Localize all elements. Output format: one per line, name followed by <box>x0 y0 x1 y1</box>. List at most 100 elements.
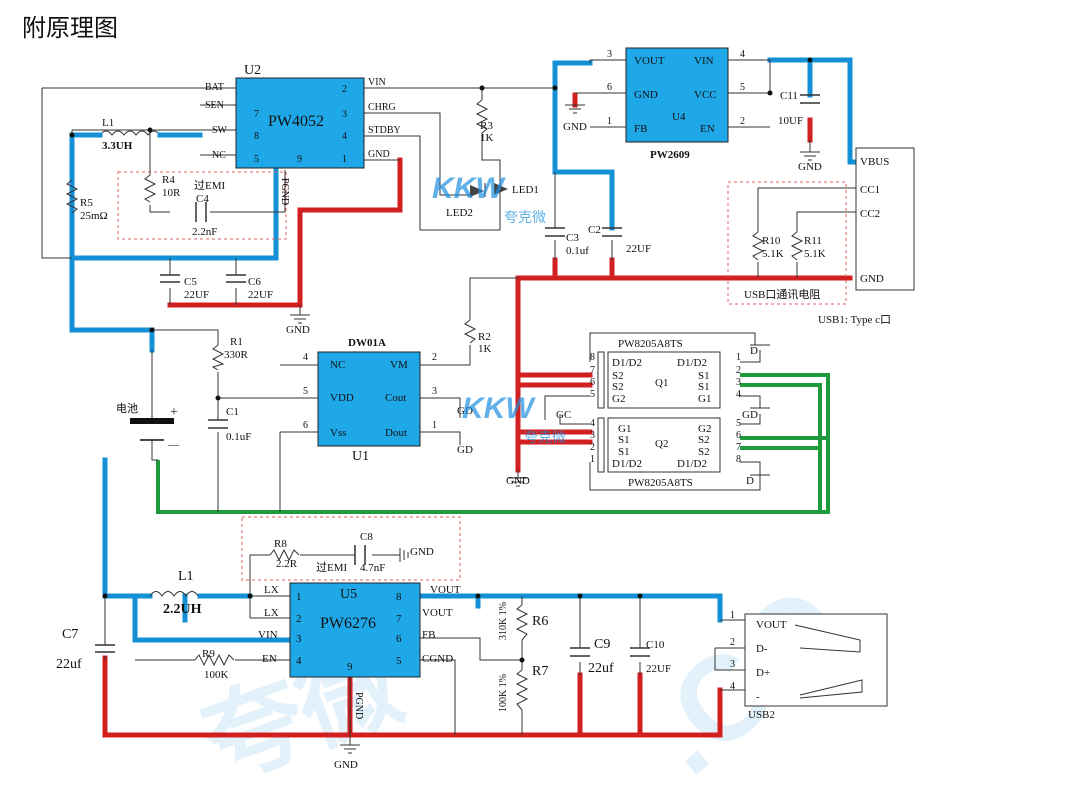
c1-symbol <box>208 419 228 429</box>
q2-pinnum-4: 4 <box>590 418 595 429</box>
u4-ref: U4 <box>672 111 686 123</box>
q1-ref: Q1 <box>655 377 668 389</box>
u5-pinnum-3: 3 <box>296 633 302 645</box>
usb2-pinnum-4: 4 <box>730 681 735 692</box>
u4-pin-vin: VIN <box>694 55 714 67</box>
u2-pin-gnd: GND <box>368 149 390 160</box>
c10-value: 22UF <box>646 663 671 675</box>
u1-pinnum-6: 6 <box>303 420 308 431</box>
u4-pinnum-2: 2 <box>740 116 745 127</box>
r10-ref: R10 <box>762 235 781 247</box>
u1-pinnum-4: 4 <box>303 352 308 363</box>
q1-pin-l1: D1/D2 <box>612 357 642 369</box>
u2-pinnum-5: 5 <box>254 154 259 165</box>
u2-pin-sen: SEN <box>205 100 224 111</box>
q2-ref: Q2 <box>655 438 668 450</box>
battery-label: 电池 <box>116 402 138 415</box>
usb2-connector: VOUT D- D+ - 1 2 3 4 USB2 <box>730 610 888 721</box>
u5-pinnum-9: 9 <box>347 661 353 673</box>
r7-symbol <box>515 669 529 711</box>
kkw-logo-text-1: KKW <box>432 172 506 205</box>
c5-ref: C5 <box>184 276 197 288</box>
q1-pinnum-5: 5 <box>590 389 595 400</box>
u5-ref: U5 <box>340 587 357 602</box>
gnd-mosfet: GND <box>506 475 530 487</box>
u2-pinnum-2: 2 <box>342 84 347 95</box>
gd-label-3: GD <box>742 409 758 421</box>
q1-d: D <box>750 345 758 357</box>
l1-bot-value: 2.2UH <box>163 602 202 617</box>
r6-symbol <box>515 604 529 641</box>
u5-pinnum-1: 1 <box>296 591 302 603</box>
r2-ref: R2 <box>478 331 491 343</box>
q1-pinnum-7: 7 <box>590 365 595 376</box>
u5-pin-cgnd: CGND <box>422 653 453 665</box>
c3-value: 0.1uf <box>566 245 589 257</box>
r8-ref: R8 <box>274 538 287 550</box>
q1-pin-l2: S2 <box>612 370 624 382</box>
q2-pin-l4: D1/D2 <box>612 458 642 470</box>
q2-name: PW8205A8TS <box>628 477 693 489</box>
u2-pin-bat: BAT <box>205 82 224 93</box>
q1-pinnum-3: 3 <box>736 377 741 388</box>
c8-symbol <box>354 545 366 565</box>
c2-symbol <box>602 227 622 237</box>
u2-pin-stdby: STDBY <box>368 125 401 136</box>
q1-pin-r3: S1 <box>698 381 710 393</box>
c2-ref: C2 <box>588 224 601 236</box>
r11-ref: R11 <box>804 235 822 247</box>
r2-value: 1K <box>478 343 492 355</box>
u1-pinnum-1: 1 <box>432 420 437 431</box>
u1-name: DW01A <box>348 337 386 349</box>
q1-pin-l3: S2 <box>612 381 624 393</box>
c8-ref: C8 <box>360 531 373 543</box>
usb2-pin-vout: VOUT <box>756 619 787 631</box>
u1-ref: U1 <box>352 449 369 464</box>
q2-pinnum-6: 6 <box>736 430 741 441</box>
junction-dots <box>69 57 813 663</box>
gnd-u5: GND <box>334 759 358 771</box>
c4-ref: C4 <box>196 193 209 205</box>
q2-pin-l2: S1 <box>618 434 630 446</box>
u2-pinnum-4: 4 <box>342 131 347 142</box>
u5-pin-vout1: VOUT <box>430 584 461 596</box>
kkw-logo-sub-2: 夸克微 <box>524 430 566 446</box>
chip-u5: 1 2 3 4 8 7 6 5 U5 PW6276 9 PGND LX LX V… <box>258 582 461 719</box>
u5-name: PW6276 <box>320 615 376 632</box>
q2-pinnum-8: 8 <box>736 454 741 465</box>
usb-cc-note: USB口通讯电阻 <box>744 288 820 301</box>
r7-value: 100K 1% <box>498 674 509 712</box>
q2-pinnum-2: 2 <box>590 442 595 453</box>
gnd-u4: GND <box>563 121 587 133</box>
chip-u1: DW01A NC VDD Vss VM Cout Dout U1 4 5 6 2… <box>303 337 437 464</box>
u1-pin-dout: Dout <box>385 427 407 439</box>
battery-minus: — <box>167 439 180 451</box>
r8-value: 2.2R <box>276 558 298 570</box>
usb1-pin-cc1: CC1 <box>860 184 880 196</box>
q2-pin-r3: S2 <box>698 446 710 458</box>
usb2-label: USB2 <box>748 709 775 721</box>
r3-value: 1K <box>480 132 494 144</box>
chip-u4: VOUT GND FB VIN VCC EN U4 PW2609 3 6 1 4… <box>607 47 745 161</box>
u1-pinnum-3: 3 <box>432 386 437 397</box>
inductors <box>69 130 203 597</box>
r5-ref: R5 <box>80 197 93 209</box>
c10-symbol <box>630 647 650 657</box>
component-labels: L1 3.3UH R5 25mΩ R4 10R 过EMI C4 2.2nF R3… <box>56 90 826 771</box>
c8-note: 过EMI <box>316 561 347 574</box>
u5-pinnum-8: 8 <box>396 591 402 603</box>
u2-pin-nc: NC <box>212 150 226 161</box>
u4-pinnum-6: 6 <box>607 82 612 93</box>
u4-pin-gnd: GND <box>634 89 658 101</box>
usb1-label: USB1: Type c口 <box>818 314 891 326</box>
u5-pinnum-7: 7 <box>396 613 402 625</box>
r1-value: 330R <box>224 349 249 361</box>
r1-ref: R1 <box>230 336 243 348</box>
u1-pin-vdd: VDD <box>330 392 354 404</box>
u5-pgnd: PGND <box>353 692 364 719</box>
u5-pin-lx2: LX <box>264 607 279 619</box>
usb1-pin-vbus: VBUS <box>860 156 889 168</box>
q2-pinnum-1: 1 <box>590 454 595 465</box>
u4-pinnum-3: 3 <box>607 49 612 60</box>
